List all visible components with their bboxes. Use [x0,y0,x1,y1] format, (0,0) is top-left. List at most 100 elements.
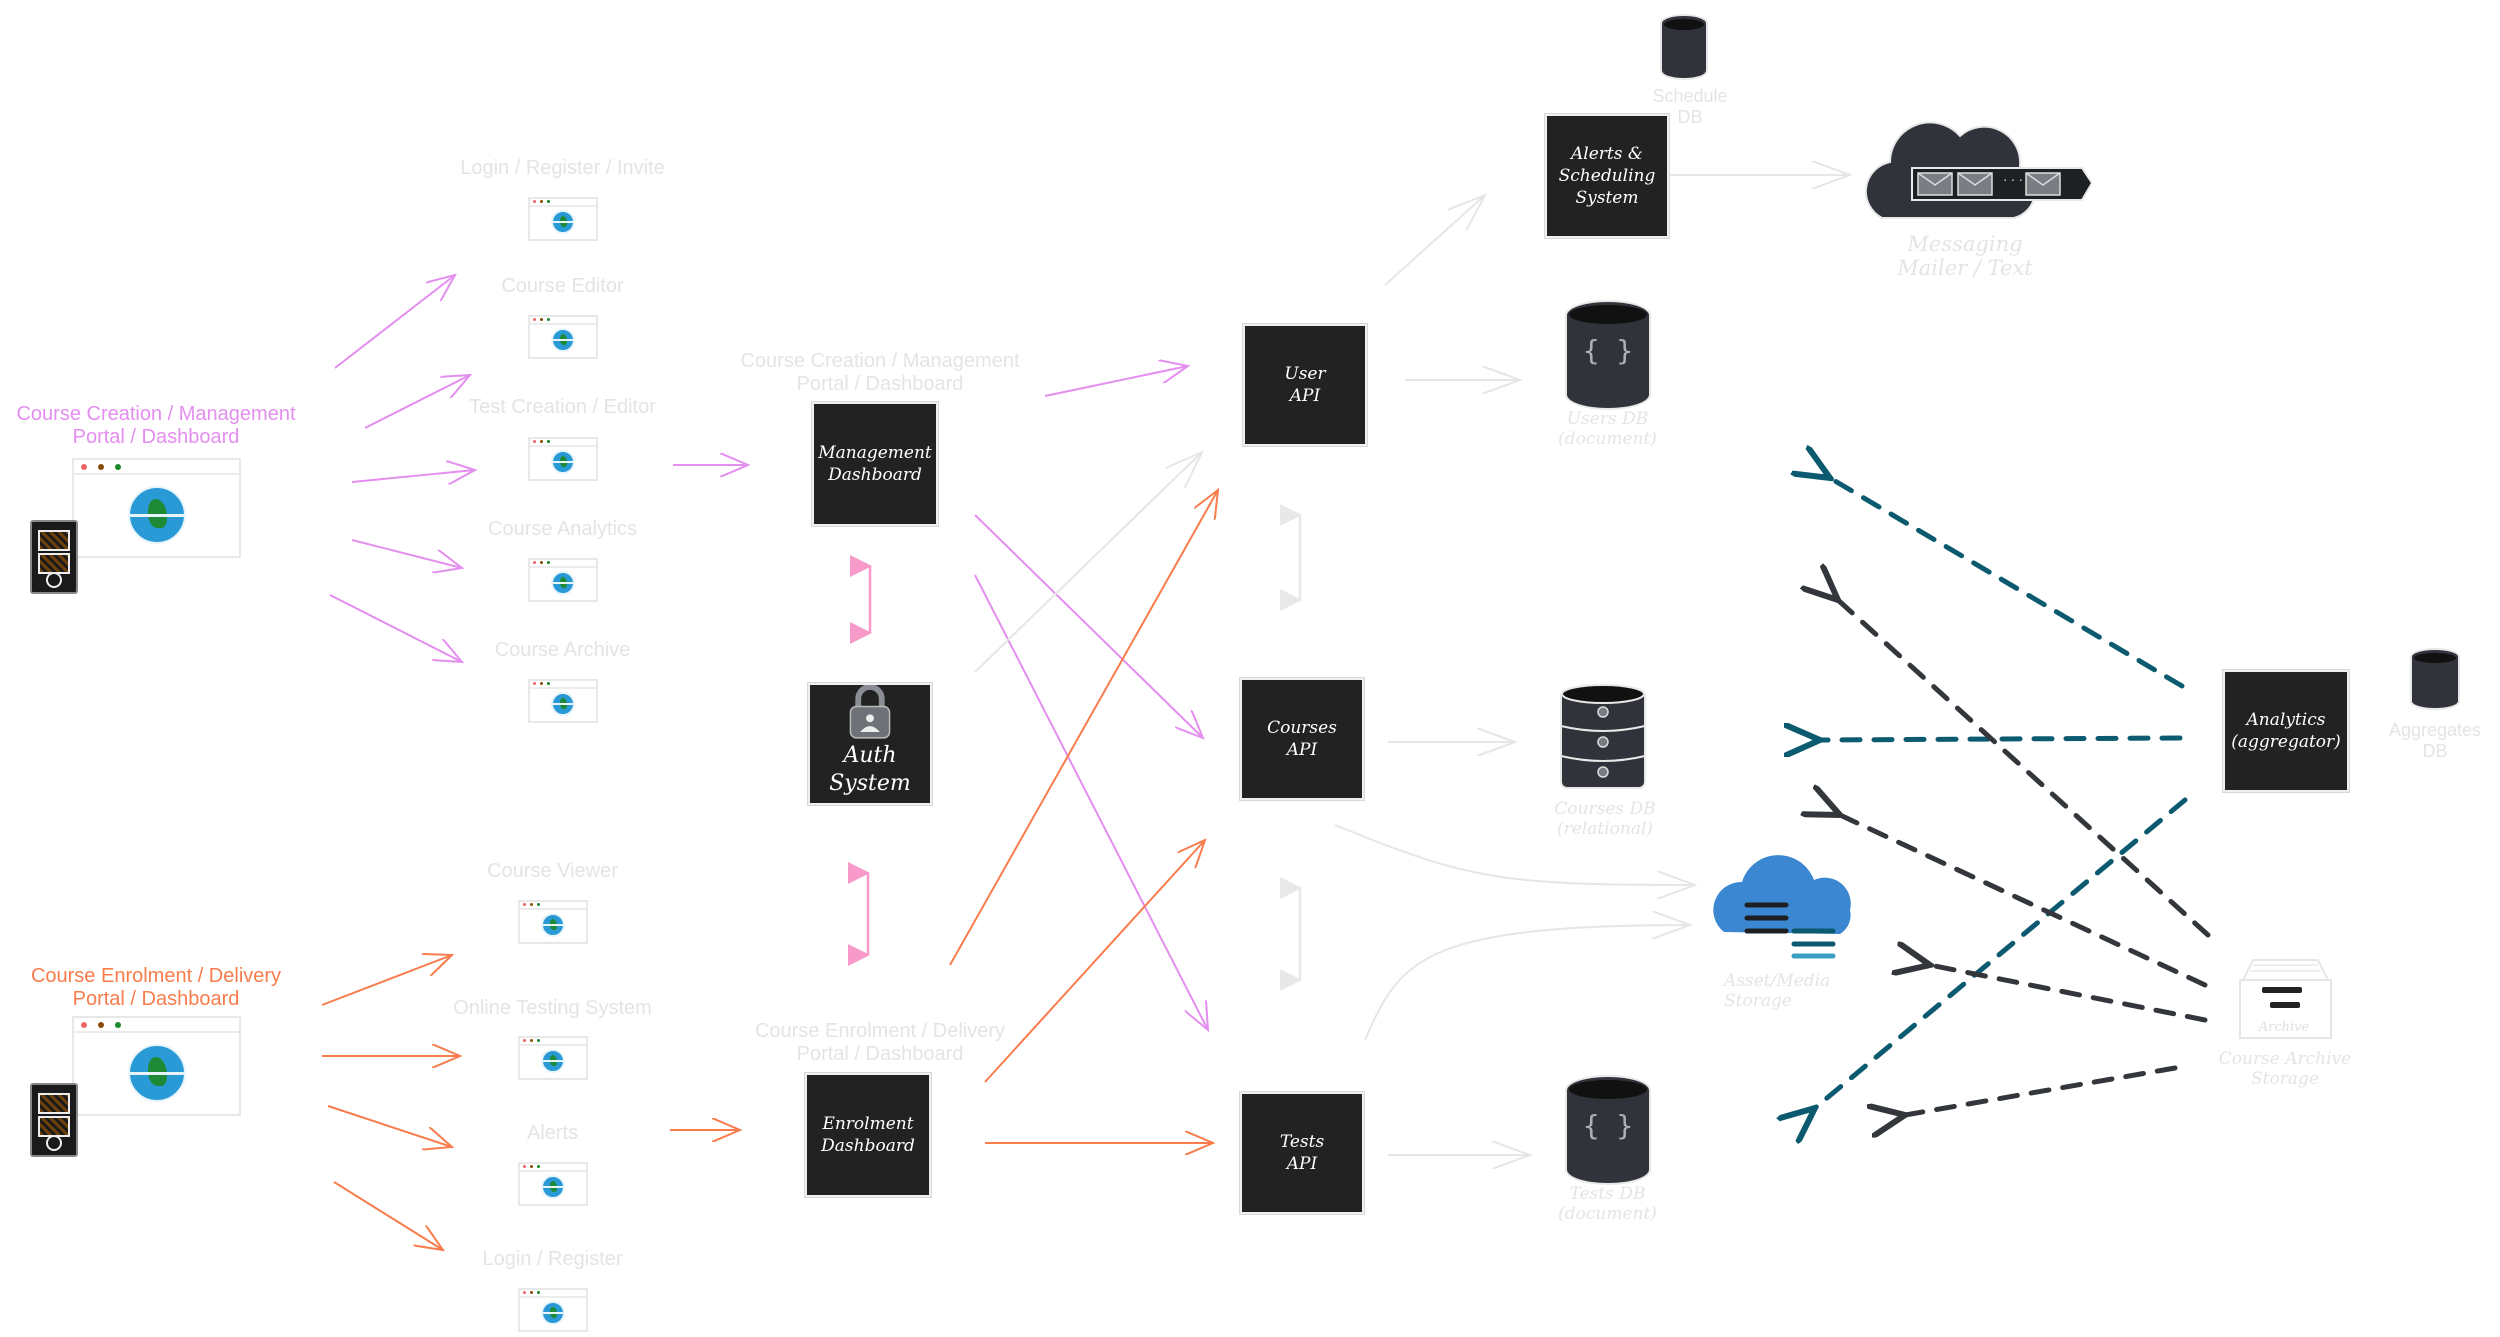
page-icon-test-creation[interactable] [528,437,598,481]
globe-icon [541,1048,565,1073]
courses-api-to-asset-storage [1334,824,1695,885]
label-line2: DB [2422,740,2448,761]
globe-icon [541,1174,565,1199]
enrolment-portal-title: Course Enrolment / Delivery Portal / Das… [5,965,307,1011]
page-icon-course-viewer[interactable] [518,900,588,944]
page-icon-course-archive[interactable] [528,679,598,723]
page-icon-login-register[interactable] [518,1288,588,1332]
courses-api-node[interactable]: Courses API [1240,678,1364,800]
node-label-line1: Alerts & [1571,143,1643,164]
aggregates-db-icon[interactable] [2410,648,2460,710]
label-line2: (document) [1558,428,1657,449]
label-line1: Course Archive [2218,1049,2352,1069]
user-api-to-alerts [1384,195,1485,286]
messaging-label: Messaging Mailer / Text [1840,232,2090,280]
page-label-course-analytics: Course Analytics [488,518,637,540]
page-label-test-creation: Test Creation / Editor [469,396,656,418]
asset-storage-label: Asset/Media Storage [1700,971,1874,1011]
auth-system-node[interactable]: Auth System [808,683,932,805]
users-db-icon[interactable]: { } [1565,300,1651,410]
archive-to-users-db [1838,600,2211,938]
page-label-course-editor: Course Editor [501,275,624,297]
enrolment-dashboard-caption: Course Enrolment / Delivery Portal / Das… [720,1020,1040,1066]
aggregates-db-label: Aggregates DB [2375,720,2495,761]
mobile-phone-icon [30,520,78,594]
arrow-mgmt-to-user-api [1044,366,1188,397]
management-portal-title-line1: Course Creation / Management [16,403,296,425]
page-icon-course-editor[interactable] [528,315,598,359]
globe-icon [551,327,575,352]
page-label-alerts: Alerts [526,1122,579,1144]
courses-db-icon[interactable] [1558,682,1648,794]
padlock-icon [849,685,891,739]
asset-storage-cloud-icon[interactable] [1712,842,1862,962]
label-line1: Asset/Media [1724,971,1831,991]
analytics-aggregator-node[interactable]: Analytics (aggregator) [2223,670,2349,792]
tests-api-to-asset-storage [1364,925,1690,1041]
courses-db-label: Courses DB (relational) [1525,799,1685,839]
label-line2: (document) [1558,1203,1657,1224]
management-dashboard-caption: Course Creation / Management Portal / Da… [720,350,1040,396]
globe-icon [127,1043,186,1102]
arrow-to-course-editor [334,275,455,369]
window-maximize-dot [114,463,121,470]
globe-icon [551,209,575,234]
page-label-course-archive: Course Archive [494,639,631,661]
label-line2: (relational) [1556,818,1654,839]
management-portal-title-line2: Portal / Dashboard [72,426,240,448]
users-db-label: Users DB (document) [1530,409,1685,449]
arrow-to-login-register [333,1181,443,1250]
globe-icon [551,449,575,474]
analytics-dashed-arrows [1815,478,2211,1115]
json-braces-icon: { } [1582,333,1634,367]
node-label-line2: Dashboard [821,1136,915,1156]
node-label-line2: System [829,771,911,797]
caption-line1: Course Enrolment / Delivery [754,1020,1006,1042]
node-label-line2: Scheduling [1558,165,1656,186]
messaging-cloud-icon[interactable] [1862,118,2092,228]
management-dashboard-node[interactable]: Management Dashboard [812,402,938,526]
page-icon-online-testing[interactable] [518,1036,588,1080]
enrolment-portal-title-line2: Portal / Dashboard [72,988,240,1010]
archive-storage-label: Course Archive Storage [2205,1049,2365,1089]
node-label-line1: Analytics [2246,709,2326,730]
json-braces-icon: { } [1582,1108,1634,1142]
management-portal-browser-icon[interactable] [72,458,241,558]
page-icon-login-register-invite[interactable] [528,197,598,241]
tests-api-node[interactable]: Tests API [1240,1092,1364,1214]
page-icon-course-analytics[interactable] [528,558,598,602]
arrow-to-course-archive [329,594,462,662]
enrolment-portal-title-line1: Course Enrolment / Delivery [30,965,282,987]
page-label-login-register: Login / Register [482,1248,623,1270]
caption-line2: Portal / Dashboard [796,1043,964,1065]
arrow-enrol-to-user-api [949,490,1218,966]
caption-line1: Course Creation / Management [740,350,1020,372]
user-api-node[interactable]: User API [1243,324,1367,446]
label-line1: Tests DB [1569,1184,1646,1204]
tests-db-icon[interactable]: { } [1565,1075,1651,1185]
node-label-line1: Courses [1267,717,1337,738]
enrolment-dashboard-node[interactable]: Enrolment Dashboard [805,1073,931,1197]
label-line2: DB [1677,106,1703,127]
management-portal-arrows [329,275,1208,1030]
schedule-db-label: Schedule DB [1630,86,1750,127]
schedule-db-icon[interactable] [1660,14,1708,80]
arrow-to-test-creation [364,375,470,429]
mobile-phone-icon [30,1083,78,1157]
archive-box-icon[interactable]: Archive [2238,955,2333,1040]
page-label-course-viewer: Course Viewer [487,860,618,882]
tests-db-label: Tests DB (document) [1530,1184,1685,1224]
archive-drawer-label: Archive [2258,1020,2310,1035]
window-close-dot [80,463,87,470]
arrow-to-course-analytics [351,539,462,568]
analytics-to-users-db [1830,478,2185,689]
label-line2: Mailer / Text [1897,256,2033,281]
page-icon-alerts[interactable] [518,1162,588,1206]
management-portal-title: Course Creation / Management Portal / Da… [5,403,307,449]
node-label-line2: API [1286,740,1318,760]
enrolment-portal-browser-icon[interactable] [72,1016,241,1116]
alerts-scheduling-node[interactable]: Alerts & Scheduling System [1545,114,1669,238]
globe-icon [541,912,565,937]
node-label-line2: API [1286,1154,1318,1174]
